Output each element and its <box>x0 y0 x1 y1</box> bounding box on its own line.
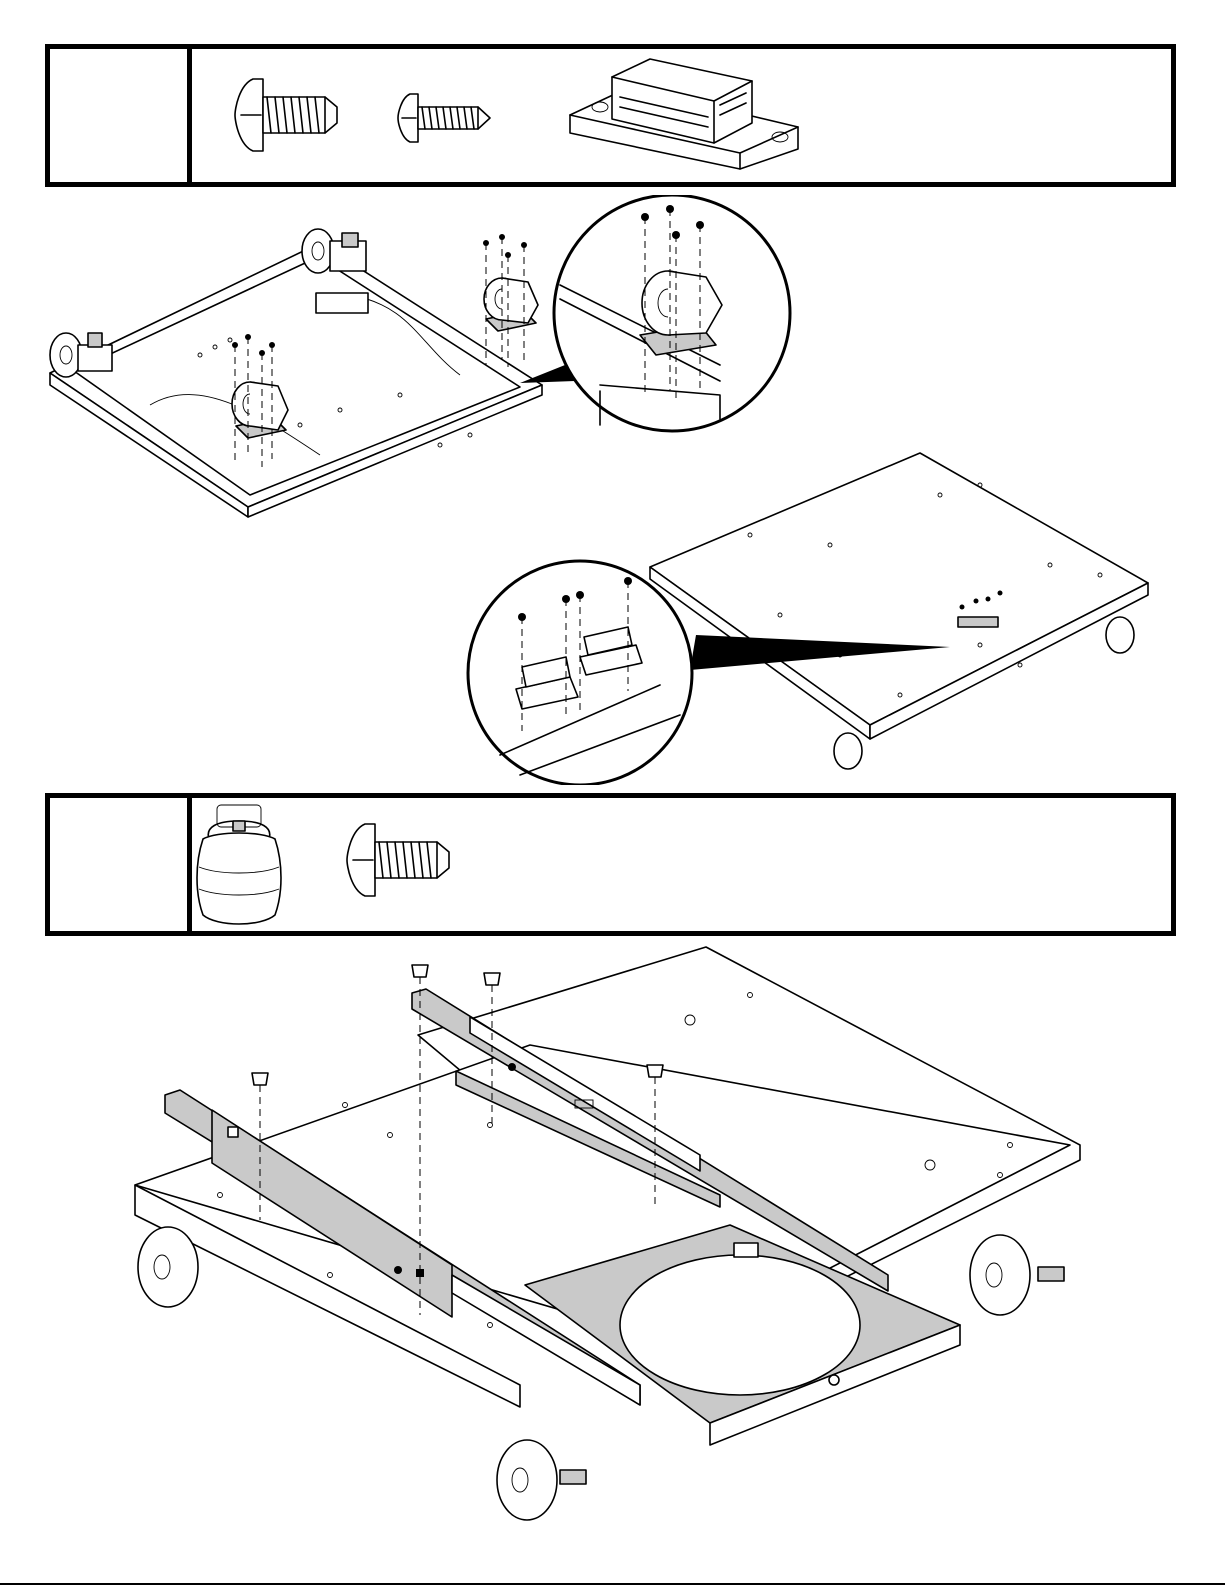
caster-detail-callout <box>554 195 790 431</box>
screw-icon <box>235 79 337 151</box>
assembly-scene-2-drawing <box>0 945 1225 1585</box>
cart-assembly <box>135 947 1080 1520</box>
magnet-catch-icon <box>570 59 798 169</box>
screw-icon <box>347 824 449 896</box>
assembly-scene-2 <box>0 945 1225 1585</box>
parts-panel-2-drawing <box>50 798 1171 931</box>
magnetic-catch-detail-callout <box>468 561 692 785</box>
assembly-scene-1 <box>0 195 1225 785</box>
parts-panel-1-drawing <box>50 49 1171 182</box>
cart-base-frame <box>50 243 542 517</box>
caster-wheel <box>50 333 112 377</box>
parts-panel-2 <box>45 793 1176 936</box>
parts-panel-1 <box>45 44 1176 187</box>
propane-tank-icon <box>197 805 281 924</box>
assembly-scene-1-drawing <box>0 195 1225 785</box>
caster-wheel <box>484 278 538 331</box>
screw-icon <box>398 94 490 142</box>
cart-top-panel <box>650 453 1148 769</box>
caster-wheel <box>232 382 288 438</box>
